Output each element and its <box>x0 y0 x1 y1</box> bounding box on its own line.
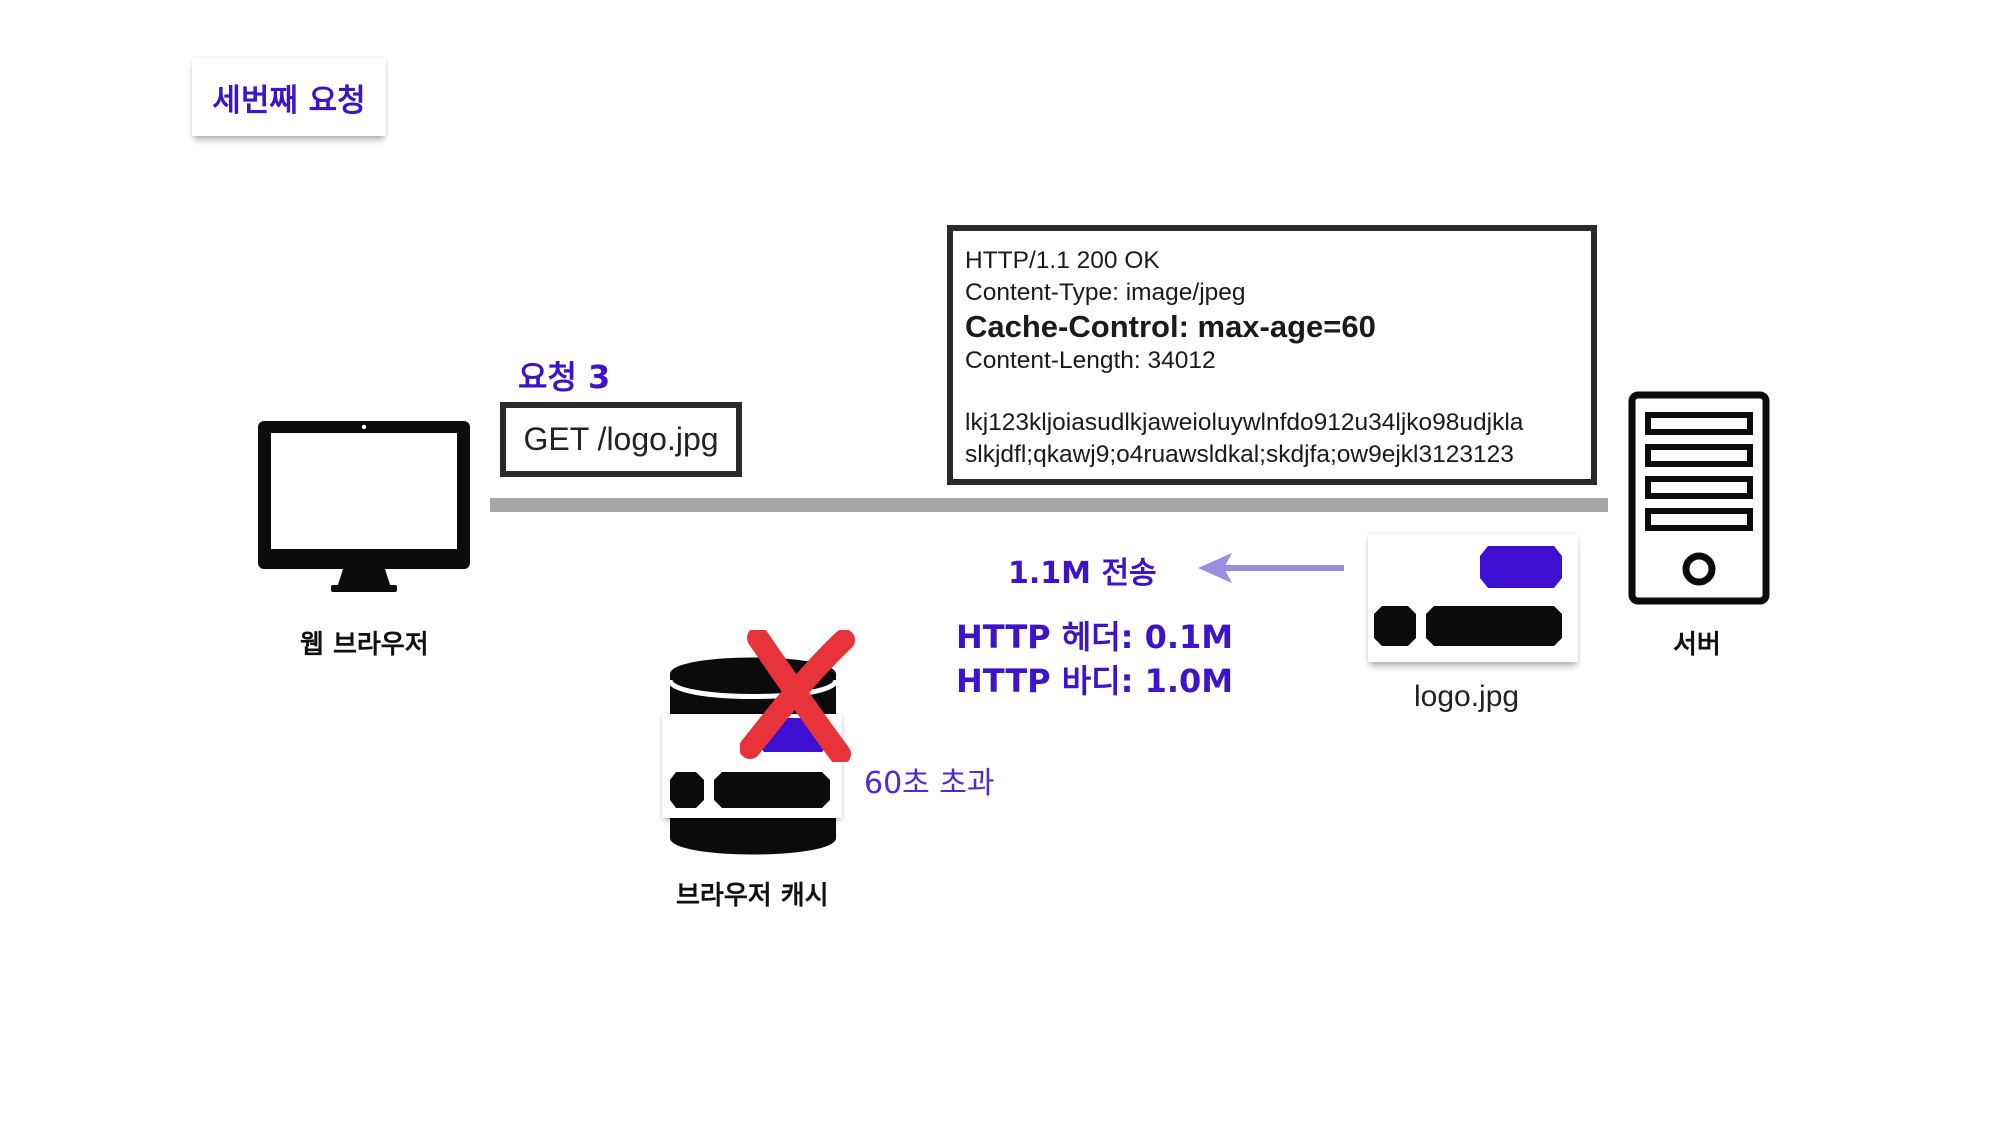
response-content-type: Content-Type: image/jpeg <box>965 279 1246 306</box>
image-card <box>1368 534 1578 662</box>
response-body-line1: lkj123kljoiasudlkjaweioluywlnfdo912u34lj… <box>965 409 1524 436</box>
cache-label: 브라우저 캐시 <box>676 881 829 911</box>
http-size-info: HTTP 헤더: 0.1M HTTP 바디: 1.0M <box>956 615 1233 703</box>
response-cache-control: Cache-Control: max-age=60 <box>965 309 1376 344</box>
image-placeholder-icon <box>1374 546 1562 646</box>
cached-image-card <box>662 714 842 818</box>
response-body-line2: slkjdfl;qkawj9;o4ruawsldkal;skdjfa;ow9ej… <box>965 441 1514 468</box>
browser-label: 웹 브라우저 <box>300 630 429 660</box>
page-title: 세번째 요청 <box>192 58 386 136</box>
server-tower-icon <box>1628 391 1770 605</box>
server-label: 서버 <box>1673 630 1721 660</box>
monitor-icon <box>258 421 470 592</box>
request-label: 요청 3 <box>518 358 611 396</box>
response-box: HTTP/1.1 200 OK Content-Type: image/jpeg… <box>947 225 1597 485</box>
response-content-length: Content-Length: 34012 <box>965 347 1216 374</box>
transfer-label: 1.1M 전송 <box>1008 556 1157 591</box>
http-body-size: HTTP 바디: 1.0M <box>956 662 1234 700</box>
arrow-left-icon <box>1198 553 1344 583</box>
cache-timeout-label: 60초 초과 <box>864 766 995 801</box>
http-header-size: HTTP 헤더: 0.1M <box>956 618 1234 656</box>
cancel-x-icon <box>740 630 855 762</box>
connection-line <box>490 498 1608 512</box>
request-box: GET /logo.jpg <box>500 402 742 477</box>
response-status-line: HTTP/1.1 200 OK <box>965 247 1160 274</box>
image-label: logo.jpg <box>1414 680 1520 713</box>
